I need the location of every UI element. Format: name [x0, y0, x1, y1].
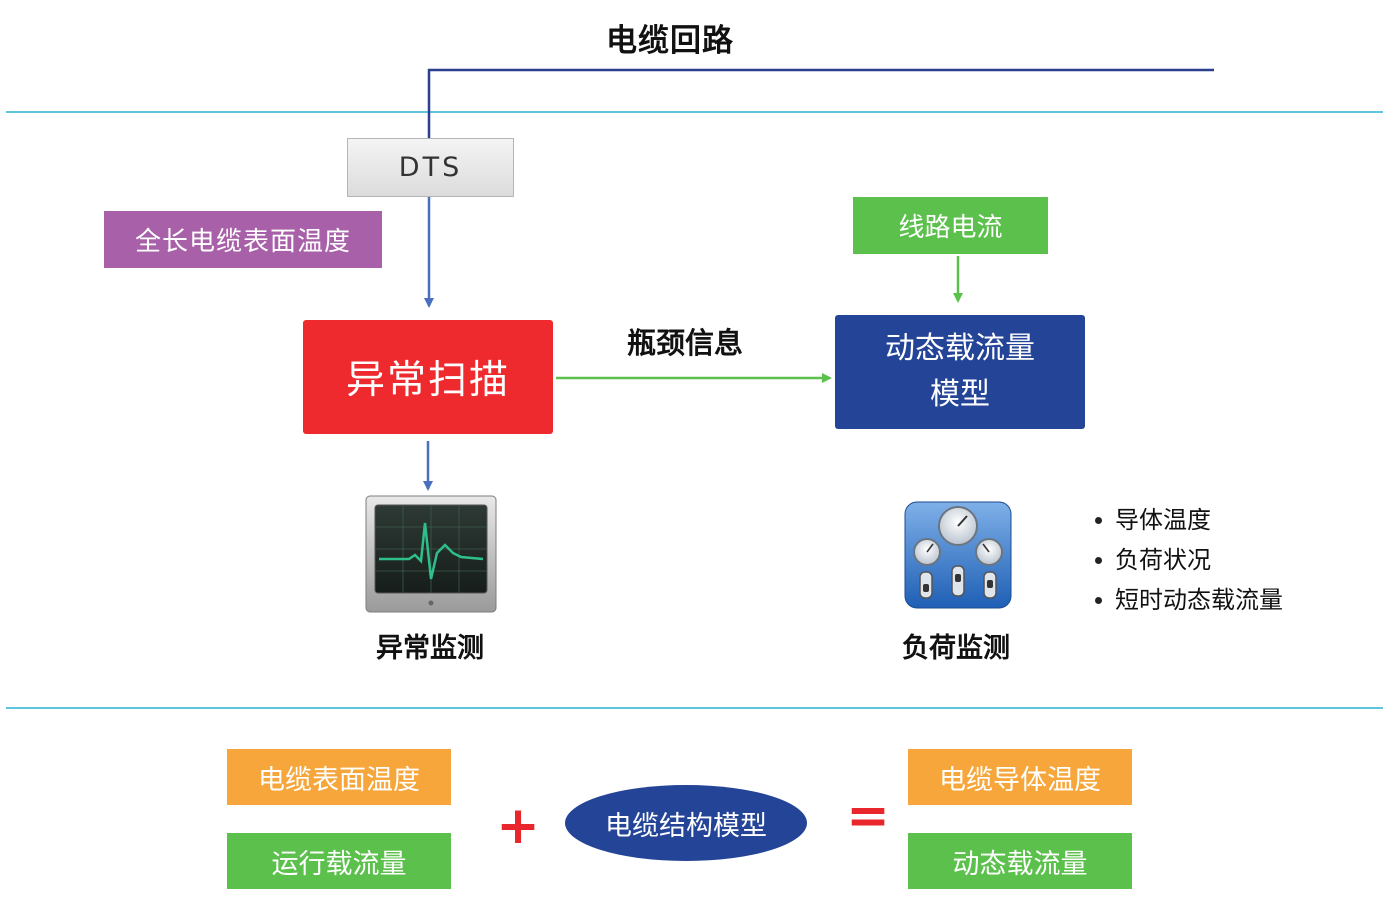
- cable-line: [427, 68, 1214, 138]
- line-current-box: 线路电流: [853, 197, 1048, 254]
- input-running-load-box: 运行载流量: [227, 833, 451, 889]
- heartbeat-monitor-icon: [365, 495, 497, 613]
- list-item: 负荷状况: [1093, 540, 1353, 580]
- output-conductor-temp-box: 电缆导体温度: [908, 749, 1132, 805]
- dynamic-model-line2: 模型: [930, 377, 990, 412]
- bottleneck-info-label: 瓶颈信息: [626, 326, 743, 360]
- output-dynamic-load-box: 动态载流量: [908, 833, 1132, 889]
- anomaly-scan-box: 异常扫描: [303, 320, 553, 434]
- load-monitor-items: 导体温度 负荷状况 短时动态载流量: [1093, 500, 1353, 620]
- list-item: 短时动态载流量: [1093, 580, 1353, 620]
- plus-operator: +: [496, 796, 540, 856]
- surface-temp-label: 全长电缆表面温度: [104, 211, 382, 268]
- dynamic-model-box: 动态载流量 模型: [835, 315, 1085, 429]
- dts-box: DTS: [347, 138, 514, 197]
- gauge-panel-icon: [904, 501, 1012, 609]
- anomaly-monitor-label: 异常监测: [376, 632, 484, 664]
- input-surface-temp-box: 电缆表面温度: [227, 749, 451, 805]
- dynamic-model-line1: 动态载流量: [885, 331, 1035, 366]
- page-title: 电缆回路: [606, 22, 734, 59]
- load-monitor-label: 负荷监测: [902, 632, 1010, 664]
- cable-structure-model-ellipse: 电缆结构模型: [565, 785, 807, 861]
- list-item: 导体温度: [1093, 500, 1353, 540]
- equals-operator: =: [846, 786, 890, 846]
